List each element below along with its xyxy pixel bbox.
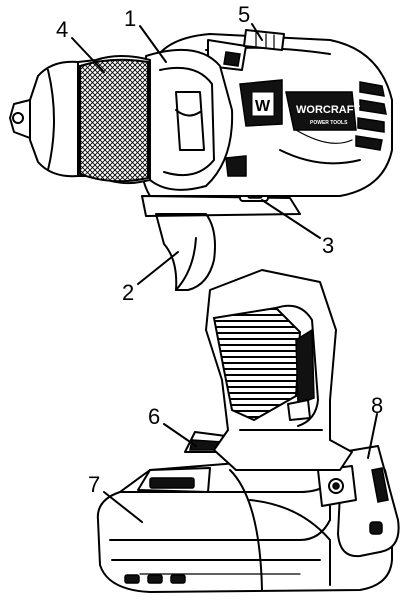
leader-3: [261, 199, 321, 239]
leader-7: [103, 491, 143, 523]
leader-4: [71, 37, 105, 73]
charge-indicator: [149, 477, 195, 489]
hook-hole: [369, 521, 383, 535]
callout-4: 4: [56, 17, 68, 42]
leader-8: [367, 413, 378, 459]
belt-hook: [317, 445, 400, 558]
vent-slot: [147, 574, 163, 584]
callout-7: 7: [88, 472, 100, 497]
leader-1: [139, 25, 167, 63]
chuck-sleeve: [79, 58, 149, 183]
leader-lines: [71, 23, 378, 523]
callout-2: 2: [122, 280, 134, 305]
brand-logo-plate: [285, 91, 357, 131]
leader-5: [251, 23, 263, 41]
leader-6: [163, 423, 197, 447]
vent-slot: [355, 135, 383, 151]
vent-slot: [359, 81, 385, 97]
callout-labels: 1 2 3 4 5 6 7 8: [56, 2, 383, 497]
keyless-chuck: [9, 55, 151, 185]
battery-pack: [96, 461, 393, 593]
vent-slot: [357, 117, 385, 133]
callout-3: 3: [322, 233, 334, 258]
leader-2: [137, 251, 179, 285]
callout-6: 6: [148, 404, 160, 429]
vent-slot: [359, 99, 387, 115]
brand-logo-subtext: POWER TOOLS: [310, 120, 348, 126]
callout-5: 5: [238, 2, 250, 27]
handle: [205, 269, 353, 471]
callout-1: 1: [124, 6, 136, 31]
brand-logo-text: WORCRAFT: [296, 104, 360, 116]
logo-badge-letter: W: [255, 98, 271, 115]
torque-adjustment-ring: [145, 48, 234, 191]
speed-selector: [243, 29, 285, 51]
vent-slot: [170, 574, 186, 584]
callout-8: 8: [371, 393, 383, 418]
rubber-grip: [212, 306, 302, 422]
vent-slot: [124, 574, 140, 584]
